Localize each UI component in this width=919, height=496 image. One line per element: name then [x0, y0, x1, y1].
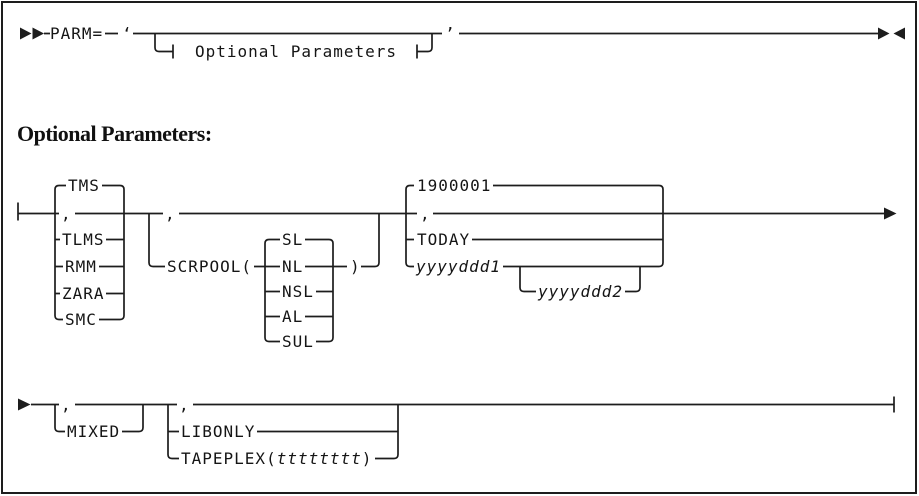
- tape-mgmt-comma: ,: [61, 205, 72, 224]
- option-tms: TMS: [68, 176, 100, 195]
- scrpool-keyword: SCRPOOL(: [167, 257, 252, 276]
- option-al: AL: [282, 307, 303, 326]
- option-nsl: NSL: [282, 282, 314, 301]
- option-smc: SMC: [65, 310, 97, 329]
- fragment-reference-label: Optional Parameters: [195, 42, 397, 61]
- variable-tttttttt: tttttttt: [277, 449, 362, 468]
- mixed-comma: ,: [61, 396, 72, 415]
- variable-yyyyddd2: yyyyddd2: [537, 282, 623, 301]
- option-1900001: 1900001: [417, 176, 491, 195]
- tape-mgmt-choice-frame: [54, 184, 125, 321]
- yyyyddd2-sub-branch-line: [519, 266, 641, 293]
- option-nl: NL: [282, 257, 303, 276]
- option-sl: SL: [282, 230, 303, 249]
- option-tlms: TLMS: [62, 230, 105, 249]
- row2-rail-line: [17, 202, 884, 221]
- variable-yyyyddd1: yyyyddd1: [415, 257, 501, 276]
- option-mixed: MIXED: [67, 422, 120, 441]
- syntax-start-arrows-icon: [20, 27, 44, 40]
- scrpool-comma: ,: [165, 205, 176, 224]
- row3-continue-arrow-icon: [18, 398, 31, 411]
- section-heading: Optional Parameters:: [17, 121, 212, 146]
- library-comma: ,: [179, 396, 190, 415]
- tapeplex-keyword: TAPEPLEX(: [181, 449, 277, 468]
- option-tapeplex: TAPEPLEX(tttttttt): [181, 449, 372, 468]
- option-today: TODAY: [417, 230, 470, 249]
- tapeplex-close-paren: ): [362, 449, 373, 468]
- row3-rail-line: [31, 396, 895, 413]
- date-range-comma: ,: [420, 205, 431, 224]
- library-branch-frame: [167, 404, 399, 460]
- close-quote: ’: [445, 24, 456, 43]
- option-sul: SUL: [282, 332, 314, 351]
- scrpool-branch-line: [148, 213, 380, 268]
- open-quote: ‘: [122, 24, 133, 43]
- mixed-branch-frame: [54, 404, 144, 433]
- option-zara: ZARA: [62, 284, 105, 303]
- parm-keyword: PARM=: [50, 24, 103, 43]
- syntax-end-arrows-icon: [878, 27, 905, 40]
- scrpool-close-paren: ): [350, 257, 361, 276]
- option-rmm: RMM: [65, 257, 97, 276]
- row2-continue-arrow-icon: [884, 207, 897, 220]
- scrpool-label-choice-frame: [264, 238, 334, 343]
- fragment-reference-branch-line: [154, 33, 433, 59]
- date-range-choice-frame: [405, 184, 664, 268]
- option-libonly: LIBONLY: [181, 422, 255, 441]
